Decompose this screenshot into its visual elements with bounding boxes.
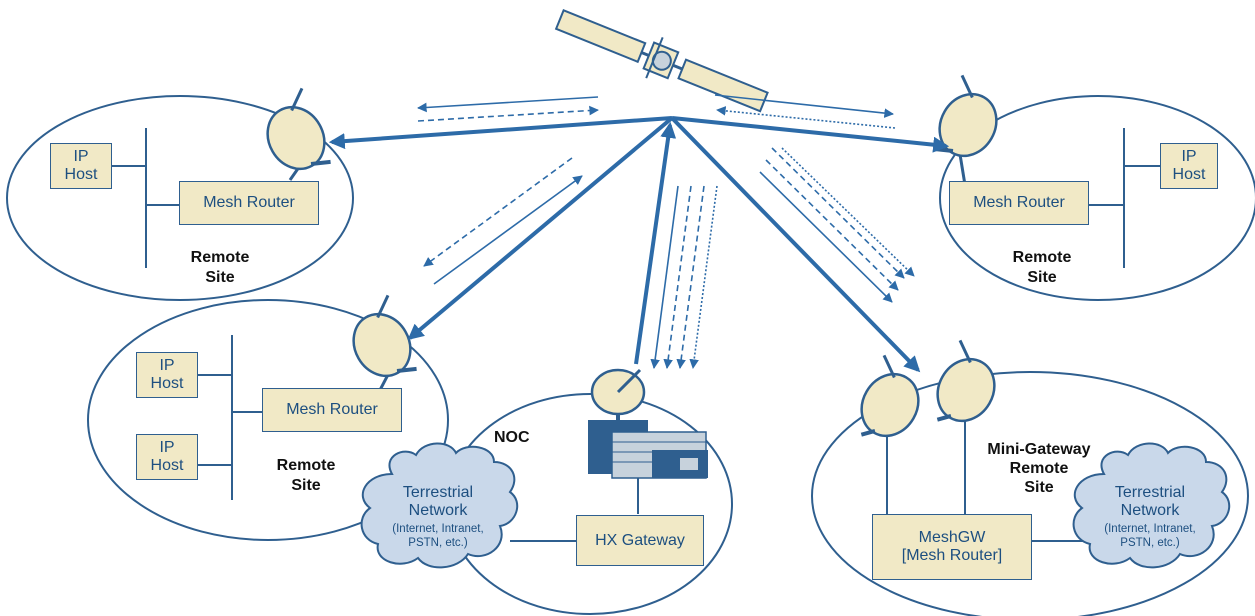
mesh-router-box: Mesh Router <box>179 181 319 225</box>
link-arrow-mid-left <box>407 116 674 341</box>
link-arrow-top-left <box>328 116 673 150</box>
dish-icon <box>860 354 920 438</box>
traffic-arrows-top-right <box>714 94 896 129</box>
terrestrial-network-cloud-mini-gateway <box>1072 442 1231 569</box>
mini-gateway-ellipse <box>811 371 1249 616</box>
mesh-router-box: Mesh Router <box>262 388 402 432</box>
mesh-router-label: Mesh Router <box>973 194 1065 212</box>
dish-icon <box>933 74 998 158</box>
remote-site-top-right-ellipse <box>939 95 1255 301</box>
mesh-router-box: Mesh Router <box>949 181 1089 225</box>
traffic-arrows-mini-gateway <box>759 147 915 303</box>
terrestrial-network-cloud-noc <box>360 442 519 569</box>
traffic-arrows-noc <box>650 185 718 369</box>
traffic-arrows-mid-left <box>423 157 583 285</box>
dish-icon <box>266 87 331 171</box>
traffic-arrows-top-left <box>417 96 599 122</box>
remote-site-top-left-ellipse <box>6 95 354 301</box>
meshgw-box: MeshGW[Mesh Router] <box>872 514 1032 580</box>
link-arrow-mini-gateway <box>670 116 921 373</box>
hx-gateway-box: HX Gateway <box>576 515 704 566</box>
satellite-icon <box>554 8 769 113</box>
link-arrow-top-right <box>671 116 950 153</box>
noc-building-icon <box>588 368 708 479</box>
link-arrow-noc-up <box>634 121 677 365</box>
noc-label: NOC <box>494 429 530 446</box>
dish-icon <box>352 294 417 378</box>
dish-icon <box>936 339 996 423</box>
remote-site-mid-left-ellipse <box>87 299 449 541</box>
hx-gateway-label: HX Gateway <box>595 531 685 549</box>
mesh-router-label: Mesh Router <box>286 401 378 419</box>
mesh-router-label: Mesh Router <box>203 194 295 212</box>
meshgw-label: MeshGW[Mesh Router] <box>901 529 1003 564</box>
